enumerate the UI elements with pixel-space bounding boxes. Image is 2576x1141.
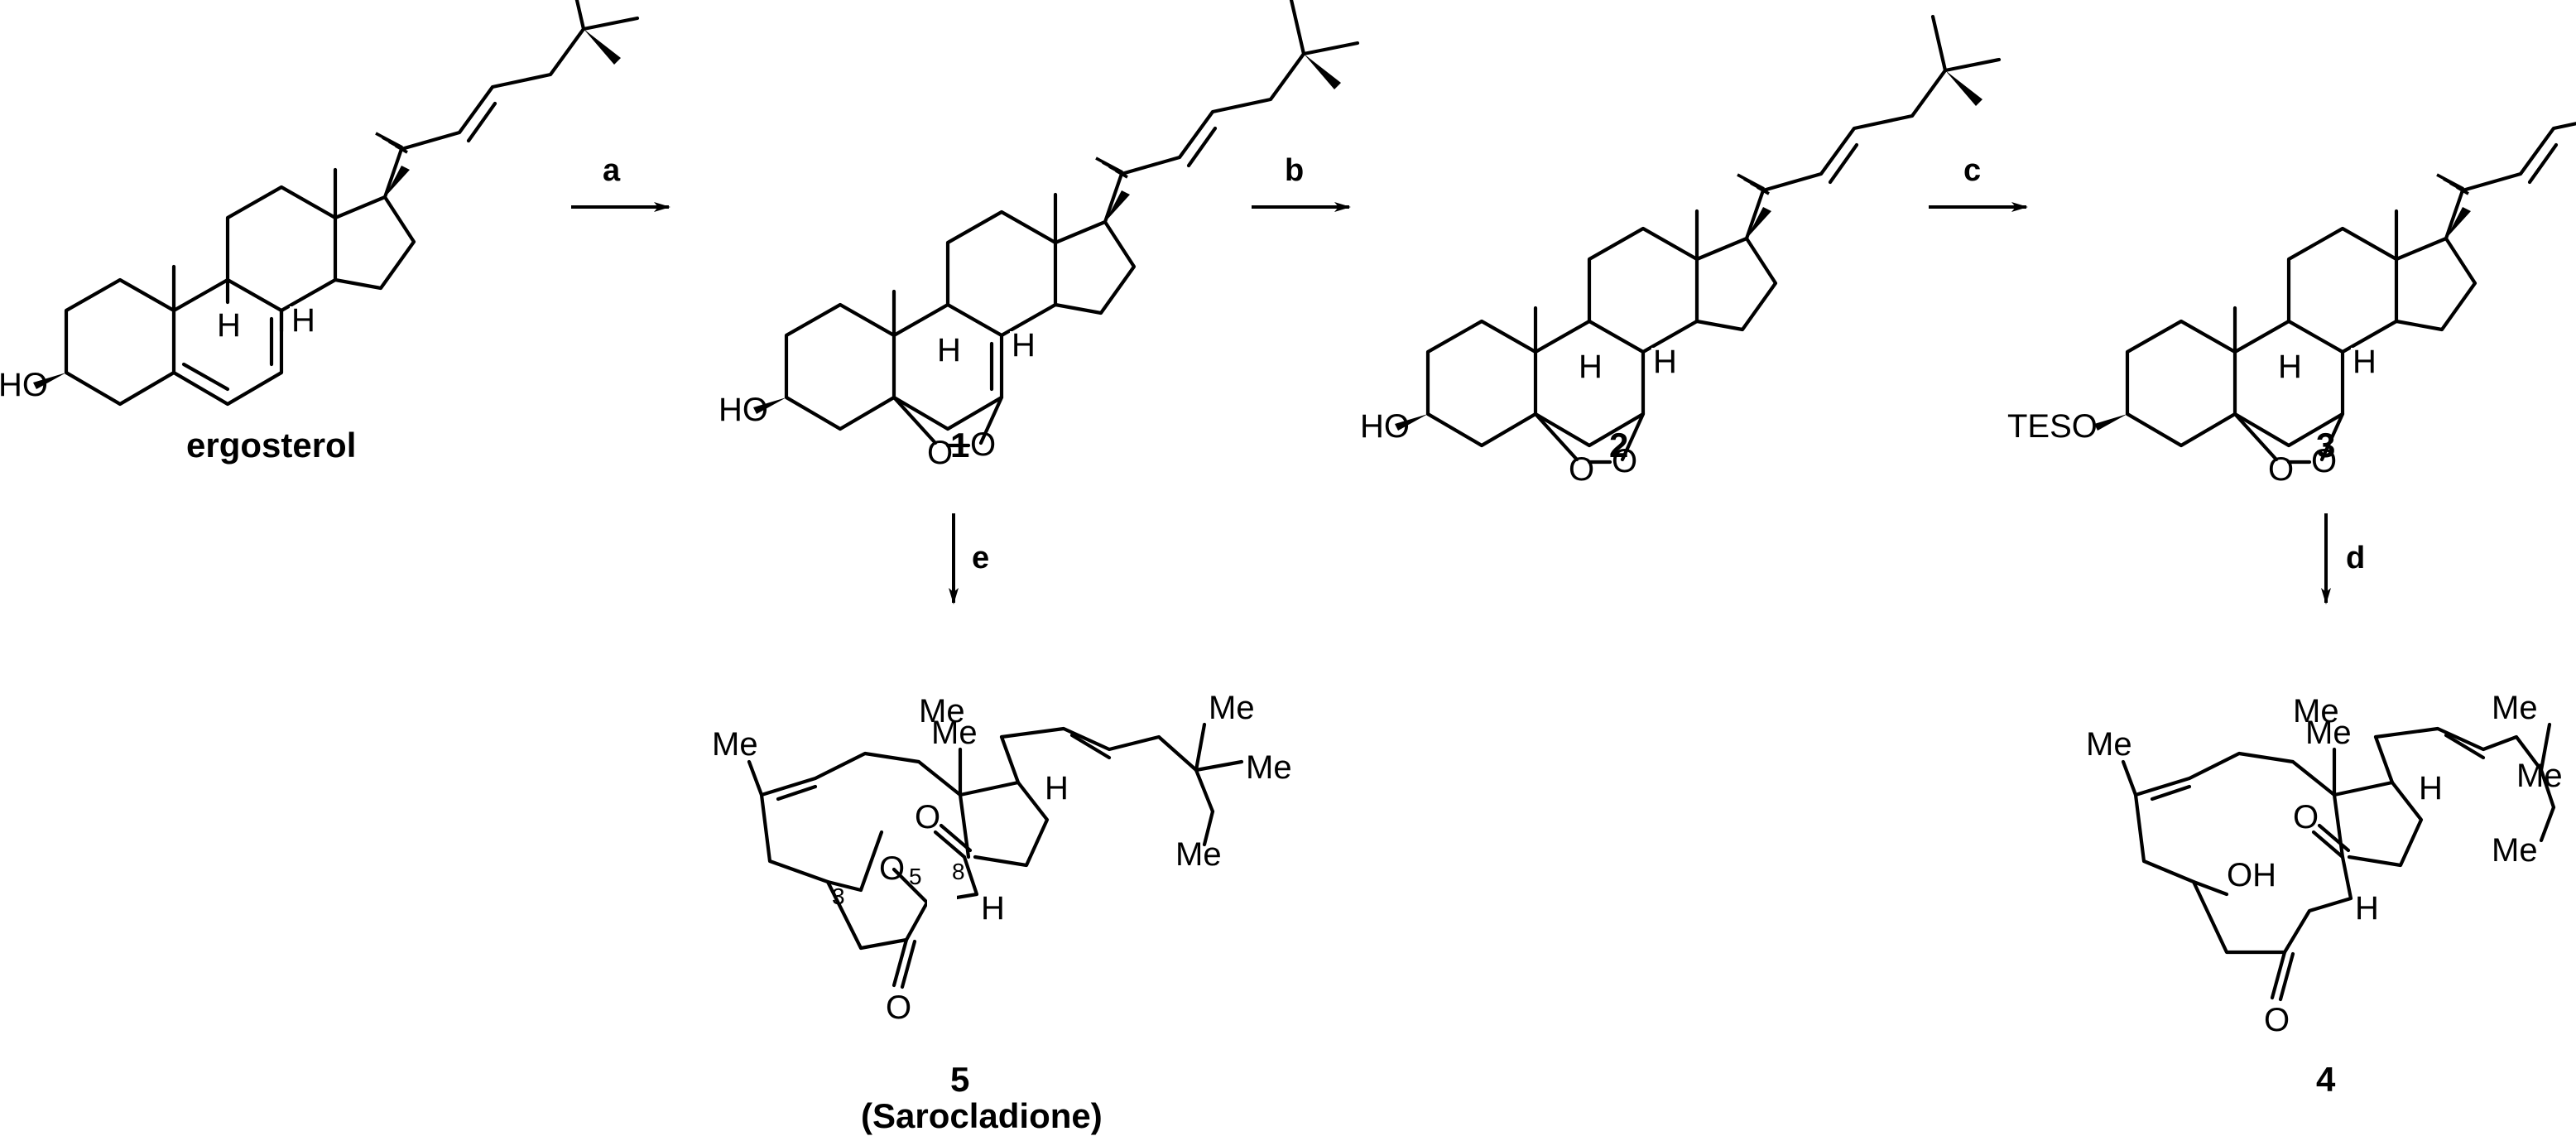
- h-atom: H: [2353, 344, 2377, 380]
- methyl-group: Me: [2492, 832, 2538, 869]
- methyl-group: Me: [2516, 758, 2563, 794]
- compound-3: O O H H TESO: [2007, 17, 2576, 488]
- hydroxyl-group: HO: [1360, 408, 1410, 445]
- methyl-group: Me: [931, 715, 978, 751]
- locant-c5: 5: [909, 864, 922, 889]
- hydroxyl-group: HO: [718, 392, 768, 428]
- reagent-a: a: [603, 153, 621, 188]
- compound-2: O O H H HO: [1360, 17, 1999, 488]
- o-atom: O: [1569, 451, 1594, 488]
- h-atom: H: [2278, 349, 2302, 385]
- compound-name-sarocladione: (Sarocladione): [861, 1096, 1103, 1135]
- compound-4: Me Me Me Me Me Me H H O OH O: [2086, 690, 2563, 1038]
- h-atom: H: [981, 890, 1005, 927]
- h-atom: H: [1012, 327, 1036, 363]
- compound-label-ergosterol: ergosterol: [186, 426, 356, 465]
- methyl-group: Me: [2293, 693, 2339, 729]
- compound-label-4: 4: [2316, 1060, 2336, 1099]
- h-atom: H: [291, 302, 315, 339]
- o-atom: O: [2311, 443, 2337, 479]
- compound-label-2: 2: [1609, 426, 1628, 465]
- ketone-oxygen: O: [2293, 799, 2319, 835]
- reagent-b: b: [1285, 153, 1304, 188]
- ether-oxygen: O: [879, 850, 905, 887]
- compound-ergosterol: H H HO: [0, 0, 637, 404]
- compound-1: O O H H HO: [718, 0, 1358, 471]
- methyl-group: Me: [919, 693, 965, 729]
- compound-label-3: 3: [2316, 426, 2335, 465]
- compound-label-5: 5: [950, 1060, 969, 1099]
- hydroxyl-group: OH: [2227, 857, 2276, 893]
- locant-c3: 3: [832, 883, 845, 909]
- ketone-oxygen: O: [915, 799, 940, 835]
- h-atom: H: [1579, 349, 1603, 385]
- methyl-group: Me: [2305, 715, 2352, 751]
- o-atom: O: [2268, 451, 2294, 488]
- h-atom: H: [2355, 890, 2379, 927]
- compound-label-1: 1: [950, 426, 969, 465]
- h-atom: H: [1045, 770, 1069, 806]
- hydroxyl-group: HO: [0, 367, 48, 403]
- reagent-e: e: [972, 541, 989, 575]
- methyl-group: Me: [2492, 690, 2538, 726]
- h-atom: H: [937, 332, 961, 368]
- methyl-group: Me: [1246, 749, 1292, 786]
- h-atom: H: [1653, 344, 1677, 380]
- ketone-oxygen: O: [2264, 1002, 2290, 1038]
- compound-5: Me Me Me Me Me Me H H O O O 3 5 8: [712, 690, 1292, 1026]
- o-atom: O: [1612, 443, 1637, 479]
- o-atom: O: [970, 426, 996, 463]
- methyl-group: Me: [1209, 690, 1255, 726]
- reagent-c: c: [1963, 153, 1981, 188]
- ketone-oxygen: O: [886, 989, 911, 1026]
- teso-group: TESO: [2007, 408, 2098, 445]
- reagent-d: d: [2346, 541, 2365, 575]
- methyl-group: Me: [1175, 836, 1222, 873]
- h-atom: H: [217, 307, 241, 344]
- o-atom: O: [927, 435, 953, 471]
- methyl-group: Me: [2086, 726, 2132, 763]
- methyl-group: Me: [712, 726, 758, 763]
- locant-c8: 8: [952, 859, 965, 884]
- h-atom: H: [2419, 770, 2443, 806]
